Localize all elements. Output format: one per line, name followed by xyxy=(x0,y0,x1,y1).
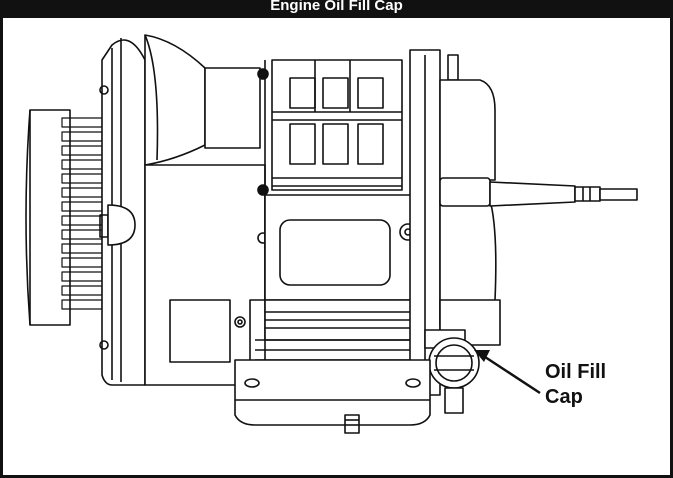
flywheel-fins xyxy=(25,109,103,326)
cylinder-head xyxy=(271,59,403,191)
gear-cover xyxy=(409,49,501,396)
callout-line-2: Cap xyxy=(545,386,583,408)
frame-border xyxy=(0,18,673,478)
oil-fill-cap-label: Oil Fill Cap xyxy=(545,360,606,410)
crankcase xyxy=(144,60,269,386)
mounting-base xyxy=(234,359,431,434)
title-banner: Engine Oil Fill Cap xyxy=(0,0,673,18)
callout-line-1: Oil Fill xyxy=(545,361,607,383)
callout-arrow xyxy=(474,350,541,395)
lower-block xyxy=(255,194,420,361)
banner-title: Engine Oil Fill Cap xyxy=(270,0,403,14)
output-shaft xyxy=(489,181,638,207)
